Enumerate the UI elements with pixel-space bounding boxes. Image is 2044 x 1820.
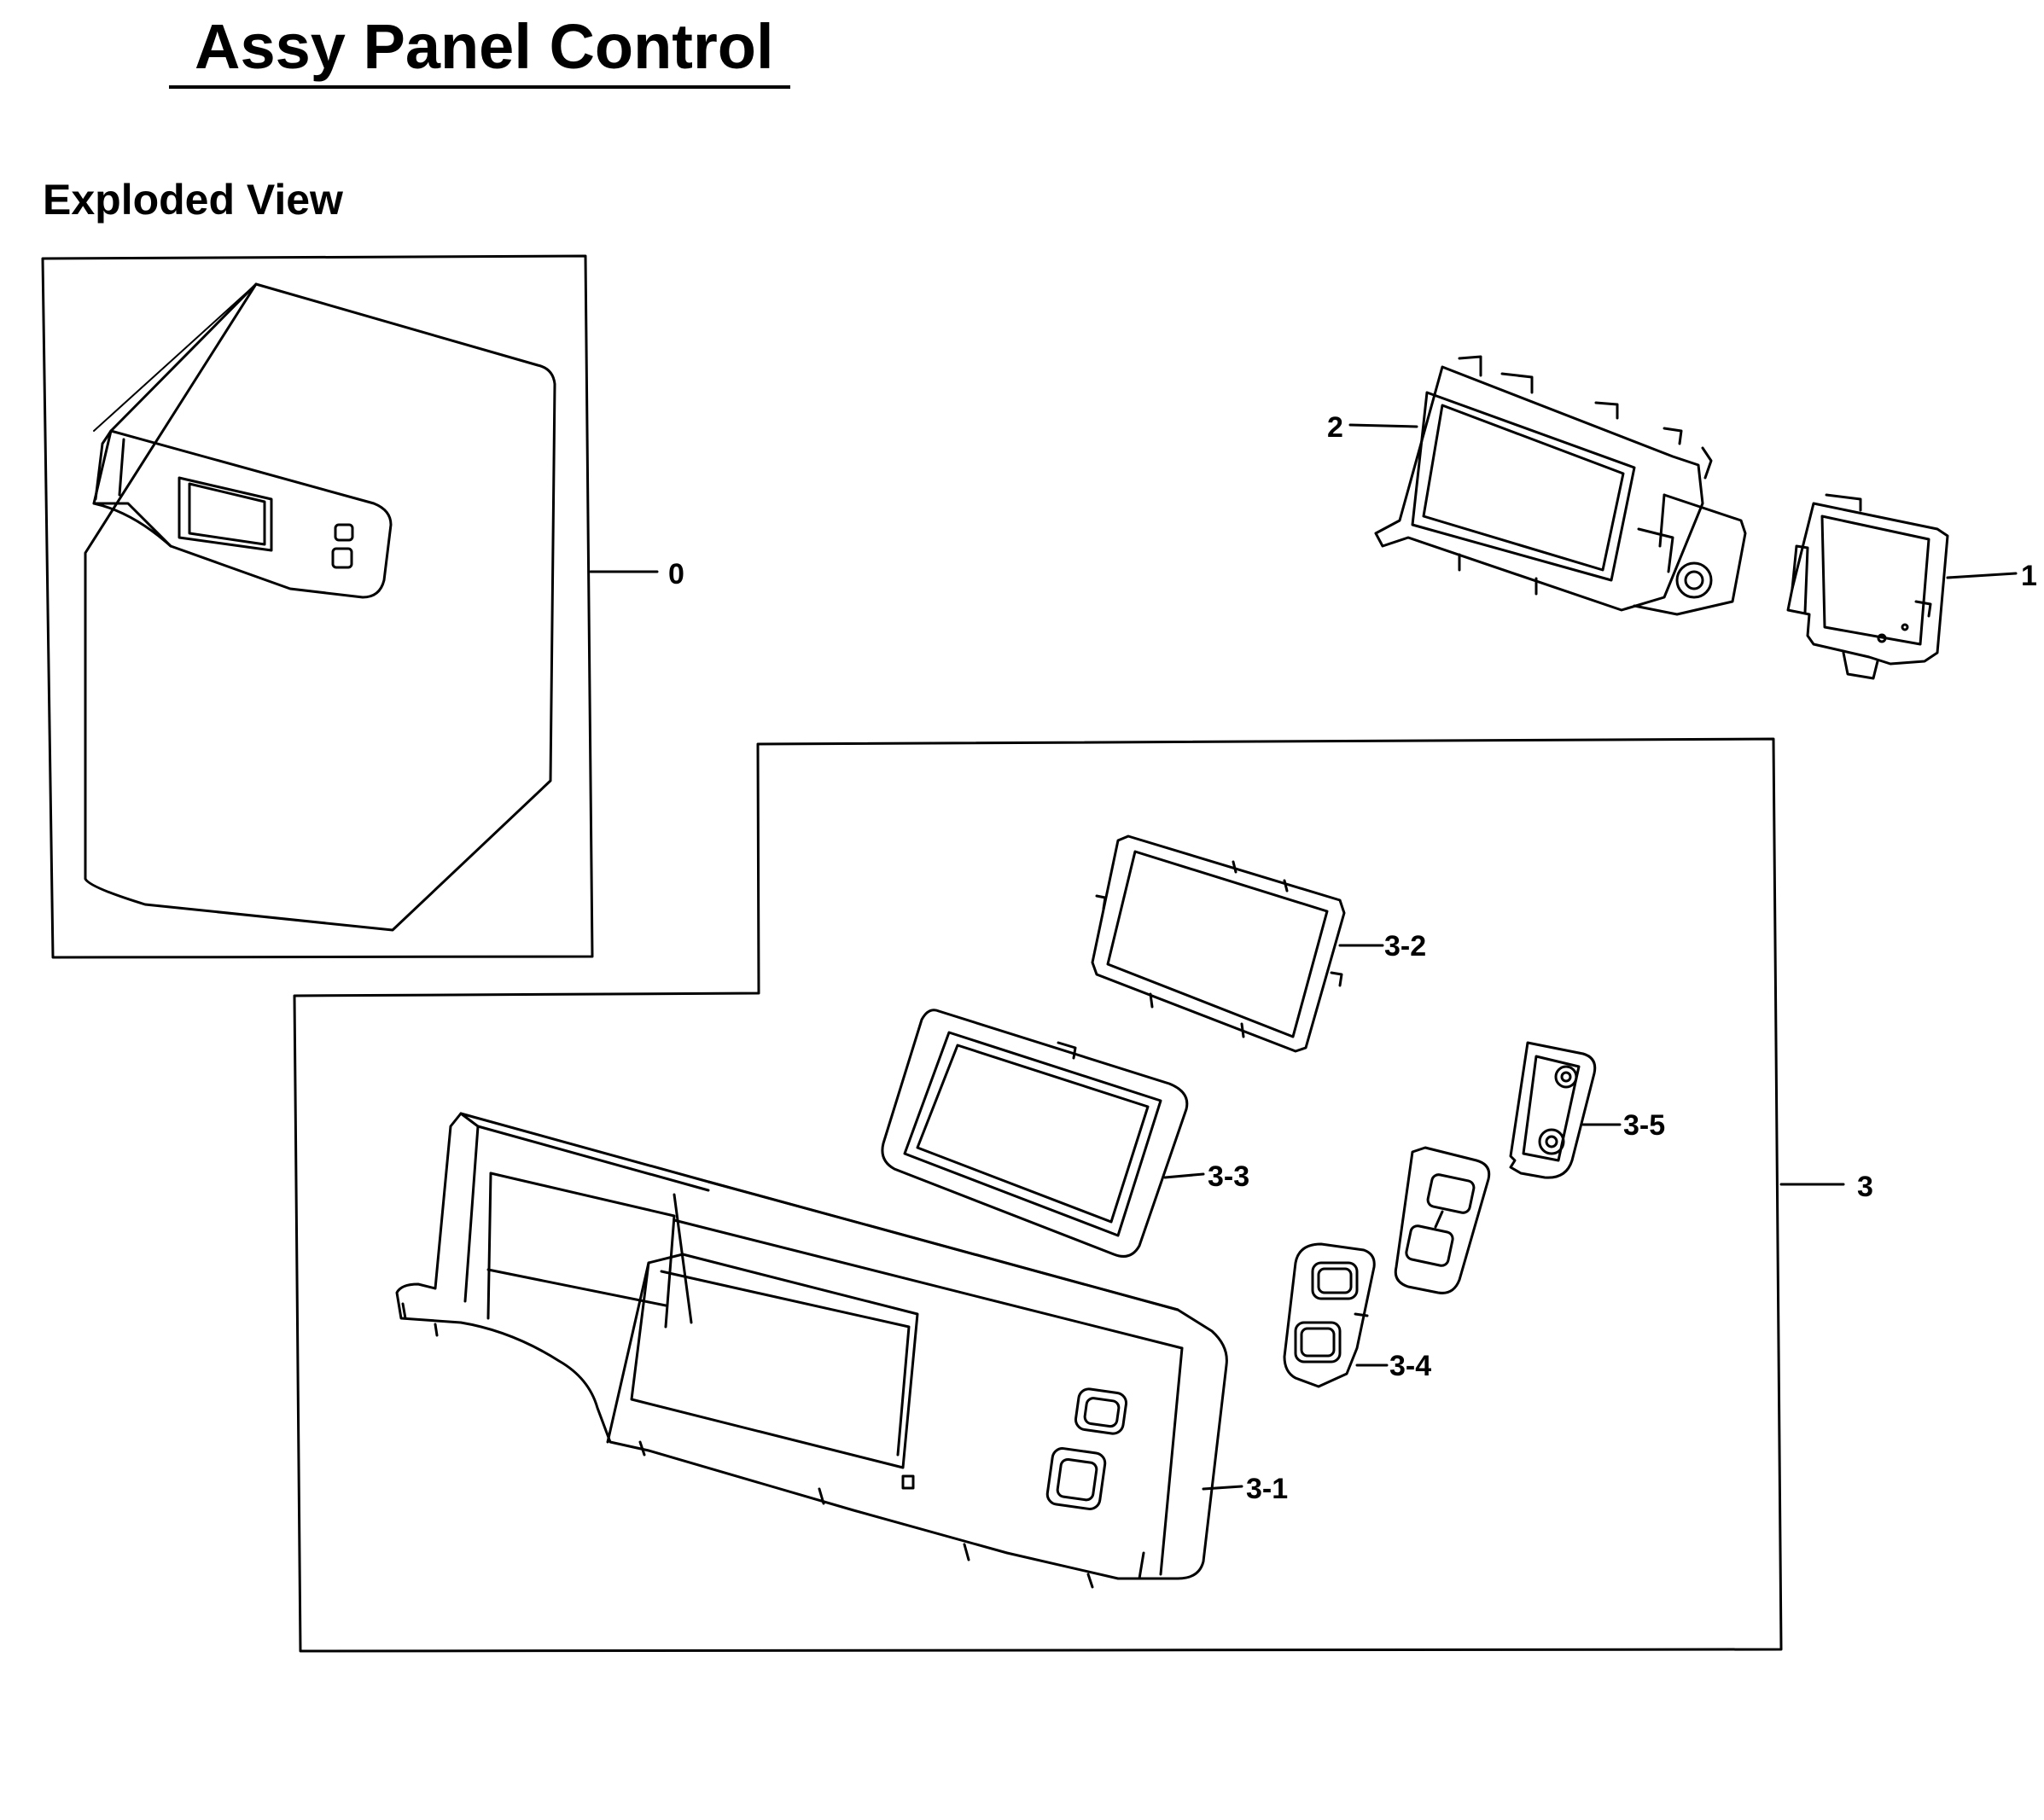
callout-3-2: 3-2 (1384, 930, 1426, 962)
assembly-3-frame (293, 737, 1783, 1653)
callout-3-4: 3-4 (1389, 1350, 1431, 1382)
leader-3-3 (1163, 1172, 1205, 1179)
part-3-2-drawing (1091, 834, 1346, 1053)
leader-3-1 (1202, 1485, 1243, 1491)
part-1-drawing (1786, 493, 1949, 680)
title-underline (169, 85, 790, 89)
part-3-4-buttons-drawing (1283, 1242, 1376, 1388)
leader-2 (1348, 423, 1418, 428)
callout-1: 1 (2021, 560, 2037, 592)
part-3-1-drawing (395, 1112, 1228, 1589)
part-3-4-drawing (1394, 1146, 1491, 1294)
page-title: Assy Panel Control (195, 11, 774, 82)
assembly-0-frame (41, 254, 594, 959)
part-3-3-drawing (881, 1009, 1189, 1258)
callout-3-3: 3-3 (1208, 1160, 1249, 1193)
washer-assembly-drawing (84, 282, 556, 932)
callout-3: 3 (1857, 1171, 1873, 1203)
part-2-drawing (1374, 355, 1747, 616)
callout-3-5: 3-5 (1623, 1109, 1665, 1142)
leader-1 (1946, 572, 2018, 579)
callout-3-1: 3-1 (1246, 1473, 1288, 1505)
callout-0: 0 (668, 558, 684, 590)
callout-2: 2 (1327, 411, 1343, 444)
section-subtitle: Exploded View (43, 176, 343, 224)
part-3-5-drawing (1509, 1041, 1597, 1179)
